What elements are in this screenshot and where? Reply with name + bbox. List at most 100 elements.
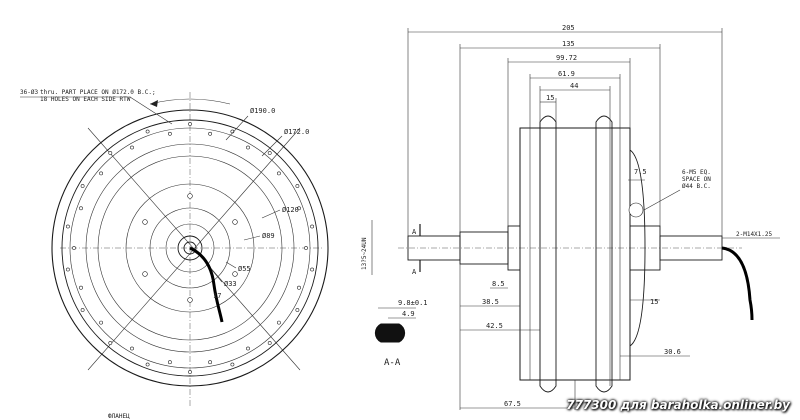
dia-label-17: 17 xyxy=(213,292,221,300)
spoke-hole xyxy=(145,362,150,367)
screw-note-line1: 6-M5 EQ. xyxy=(682,169,711,176)
cable xyxy=(189,246,224,323)
spoke-hole xyxy=(304,246,308,250)
spoke-hole xyxy=(108,151,113,155)
dim-30-6: 30.6 xyxy=(664,348,681,356)
dim-8-5: 8.5 xyxy=(492,280,505,288)
spoke-hole xyxy=(80,184,85,188)
circle-55 xyxy=(149,207,231,289)
spoke-circle xyxy=(69,127,311,369)
spoke-hole xyxy=(80,308,85,312)
flange-circle xyxy=(85,143,295,353)
hole-note-line2: 18 HOLES ON EACH SIDE RTW xyxy=(40,96,131,103)
spoke-hole xyxy=(66,224,70,229)
dim-205: 205 xyxy=(562,24,575,32)
spoke-hole xyxy=(310,267,315,272)
flange-caption: ФЛАНЕЦ xyxy=(108,413,130,420)
bolt-hole xyxy=(142,271,148,277)
spoke-hole xyxy=(246,145,250,150)
leader-120 xyxy=(261,209,281,219)
bolt-hole xyxy=(187,297,193,303)
dim-61-9: 61.9 xyxy=(558,70,575,78)
dia-label-120: Ø120 xyxy=(282,206,299,214)
spoke-hole xyxy=(208,360,213,365)
right-axle xyxy=(659,235,723,261)
dia-label-33: Ø33 xyxy=(224,280,237,288)
side-cable xyxy=(721,246,754,321)
dim-15-top: 15 xyxy=(546,94,554,102)
side-view: 205 135 99.72 61.9 44 15 7.5 6-M5 EQ. SP… xyxy=(361,24,780,410)
dim-15-bottom: 15 xyxy=(650,298,658,306)
spoke-hole xyxy=(295,308,300,312)
dim-42-5: 42.5 xyxy=(486,322,503,330)
spoke-hole xyxy=(130,145,134,150)
dim-67-5: 67.5 xyxy=(504,400,521,408)
spoke-hole xyxy=(130,346,134,351)
screw-leader xyxy=(643,189,681,211)
leader-33 xyxy=(211,269,223,283)
right-cover xyxy=(629,149,646,347)
spoke-hole xyxy=(295,184,300,188)
screw-hole xyxy=(628,202,644,218)
spoke-hole xyxy=(276,320,281,325)
spoke-hole xyxy=(145,129,150,134)
spoke-hole xyxy=(72,246,76,250)
section-aa: 9.8±0.1 4.9 A-A xyxy=(374,299,428,368)
dia-label-172: Ø172.0 xyxy=(284,128,309,136)
leader-172 xyxy=(261,135,283,157)
dia-label-89: Ø89 xyxy=(262,232,275,240)
axle-circle xyxy=(177,235,203,261)
spoke-hole xyxy=(267,341,272,345)
bolt-hole xyxy=(232,271,238,277)
circle-33 xyxy=(165,223,215,273)
leader-190 xyxy=(225,115,249,141)
bolt-hole xyxy=(142,219,148,225)
bolt-hole xyxy=(232,219,238,225)
circle-120 xyxy=(97,155,283,341)
spoke-hole xyxy=(230,362,235,367)
rim-inner-circle xyxy=(61,119,319,377)
leader-89 xyxy=(243,235,261,241)
axle-core xyxy=(183,241,197,255)
spoke-hole xyxy=(297,285,301,290)
rotation-arrow xyxy=(149,98,231,105)
spoke-hole xyxy=(246,346,250,351)
screw-note-line2: SPACE ON xyxy=(682,176,711,183)
axle-note: 13?5~24UN xyxy=(361,237,368,270)
bolt-holes xyxy=(142,193,238,303)
spoke-hole xyxy=(167,360,172,365)
leader-55 xyxy=(225,261,237,269)
spoke-hole xyxy=(108,341,113,345)
dia-label-55: Ø55 xyxy=(238,265,251,273)
section-mark-top: A xyxy=(412,228,417,236)
circle-89 xyxy=(125,183,255,313)
spoke-hole xyxy=(79,206,83,211)
note-leader xyxy=(129,96,173,125)
dim-7-5: 7.5 xyxy=(634,168,647,176)
section-flat-label: 4.9 xyxy=(402,310,415,318)
spoke-hole xyxy=(297,206,301,211)
spoke-hole xyxy=(99,320,104,325)
front-view: 36-Ø3 thru. PART PLACE ON Ø172.0 B.C.; 1… xyxy=(20,89,329,420)
dim-99-72: 99.72 xyxy=(556,54,577,62)
spoke-hole xyxy=(79,285,83,290)
dim-135: 135 xyxy=(562,40,575,48)
dim-38-5: 38.5 xyxy=(482,298,499,306)
right-flange xyxy=(595,115,613,393)
spoke-hole xyxy=(310,224,315,229)
spoke-hole xyxy=(267,151,272,155)
section-width-label: 9.8±0.1 xyxy=(398,299,428,307)
section-profile xyxy=(374,323,406,343)
thread-label: 2-M14X1.25 xyxy=(736,231,773,238)
spoke-hole xyxy=(208,131,213,136)
hole-note-line1: thru. PART PLACE ON Ø172.0 B.C.; xyxy=(40,89,156,96)
spoke-holes xyxy=(66,122,315,374)
section-title: A-A xyxy=(384,358,401,368)
spoke-hole xyxy=(167,131,172,136)
spoke-hole xyxy=(188,370,192,374)
left-flange xyxy=(539,115,557,393)
screw-note-line3: Ø44 B.C. xyxy=(682,183,711,190)
hole-note-ref: 36-Ø3 xyxy=(20,89,38,96)
spoke-hole xyxy=(66,267,70,272)
